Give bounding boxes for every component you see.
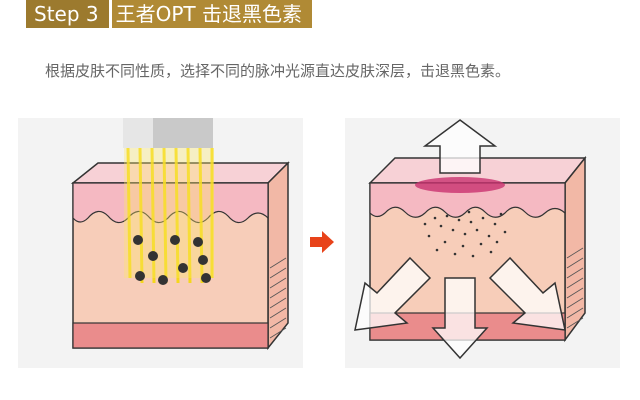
orange-arrow-right-icon xyxy=(310,231,334,253)
step-title: 王者OPT 击退黑色素 xyxy=(111,0,313,28)
header: Step 3 王者OPT 击退黑色素 xyxy=(26,0,313,28)
description: 根据皮肤不同性质，选择不同的脉冲光源直达皮肤深层，击退黑色素。 xyxy=(45,62,511,80)
light-beam-skin-icon xyxy=(70,118,290,351)
left-illustration xyxy=(18,118,303,368)
melanin-expelled-skin-icon xyxy=(354,119,587,360)
step-label: Step 3 xyxy=(26,0,109,28)
right-illustration xyxy=(345,118,620,368)
